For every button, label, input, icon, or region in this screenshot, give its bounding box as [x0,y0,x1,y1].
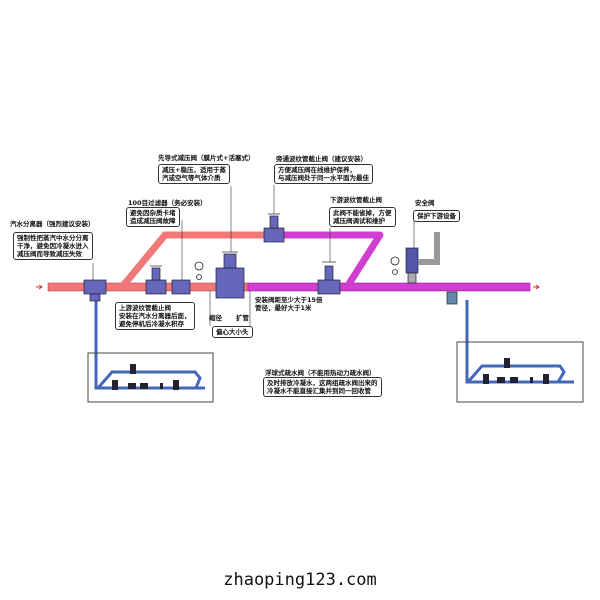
trap-note: 及时排放冷凝水，这两组疏水阀出来的冷凝水不能直接汇集并到同一回收管 [263,377,382,397]
leader-lines [92,185,415,326]
inlet-arrow [36,284,43,290]
filter-note: 避免因杂质卡堵造成减压阀故障 [126,207,180,227]
distance-note: 安装阀距至少大于15倍管径，最好大于1米 [255,296,323,312]
upstream-note: 上游波纹管截止阀安装在汽水分离器后面，避免停机后冷凝水积存 [115,302,195,330]
drain-right [465,300,574,384]
trap-valves [112,358,549,390]
separator-title: 汽水分离器（强烈建议安装） [10,220,95,228]
bypass-title: 旁通波纹管截止阀（建议安装） [276,155,367,163]
safety-title: 安全阀 [415,199,435,207]
outlet-arrow [533,284,540,290]
reducer-label: 缩径 [209,314,222,322]
steam-trap-right [446,291,458,305]
trap-title: 浮球式疏水阀（不能用热动力疏水阀） [265,369,376,377]
safety-note: 保护下游设备 [413,210,460,222]
upstream-globe-valve [145,265,167,295]
prv-title: 先导式减压阀（膜片式+活塞式） [158,154,255,162]
strainer [171,279,191,295]
pressure-gauges [194,256,400,280]
eccentric-reducer-label: 偏心大小头 [212,326,253,338]
downstream-note: 此阀不能省掉，方便减压阀调试和维护 [329,207,396,227]
steam-separator [83,279,107,302]
bypass-globe-valve [263,213,285,243]
downstream-globe-valve [317,261,341,295]
separator-note: 强制性把蒸汽中水分分离干净，避免因冷凝水进入减压阀而导致减压失效 [13,232,93,260]
trap-box-left [87,352,214,403]
bypass-pipe-hp [119,231,280,290]
downstream-title: 下游波纹管截止阀 [330,196,382,204]
safety-valve [405,232,440,284]
prv-note: 减压+稳压，适用于蒸汽或空气等气体介质 [158,164,230,184]
bypass-note: 方便减压阀在线维护保养，与减压阀处于同一水平面为最佳 [274,164,373,184]
outlet-pipe [247,282,531,292]
pressure-reducing-valve [215,251,245,299]
watermark: zhaoping123.com [223,570,377,590]
filter-title: 100目过滤器（务必安装） [128,199,207,207]
bypass-pipe-lp [280,231,384,289]
drain-left [94,300,205,390]
trap-box-right [456,341,584,403]
expander-label: 扩管 [236,314,249,322]
